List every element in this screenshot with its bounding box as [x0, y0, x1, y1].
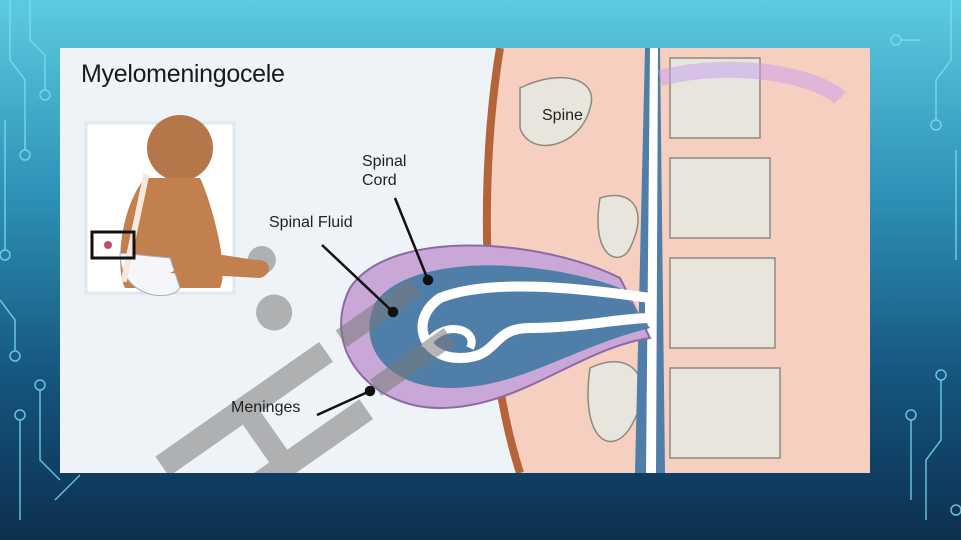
watermark-stroke [658, 61, 846, 105]
label-spinal-fluid: Spinal Fluid [269, 214, 353, 231]
diagram-title: Myelomeningocele [81, 60, 285, 88]
label-meninges: Meninges [231, 399, 301, 416]
watermark [155, 246, 456, 473]
label-spine: Spine [542, 107, 583, 124]
baby-illustration [90, 115, 270, 296]
myelomeningocele-diagram: Myelomeningocele Spine Spinal Cord Spina… [60, 48, 870, 473]
spinal-cord-column [646, 48, 658, 473]
diagram-illustration [84, 48, 870, 473]
label-spinal-cord: Spinal Cord [362, 153, 407, 189]
spinal-cord-loop [417, 281, 655, 364]
highlight-box [90, 230, 136, 260]
pointer-lines [316, 197, 434, 417]
circuit-decoration-right [890, 0, 961, 520]
circuit-decoration-left [0, 0, 80, 520]
